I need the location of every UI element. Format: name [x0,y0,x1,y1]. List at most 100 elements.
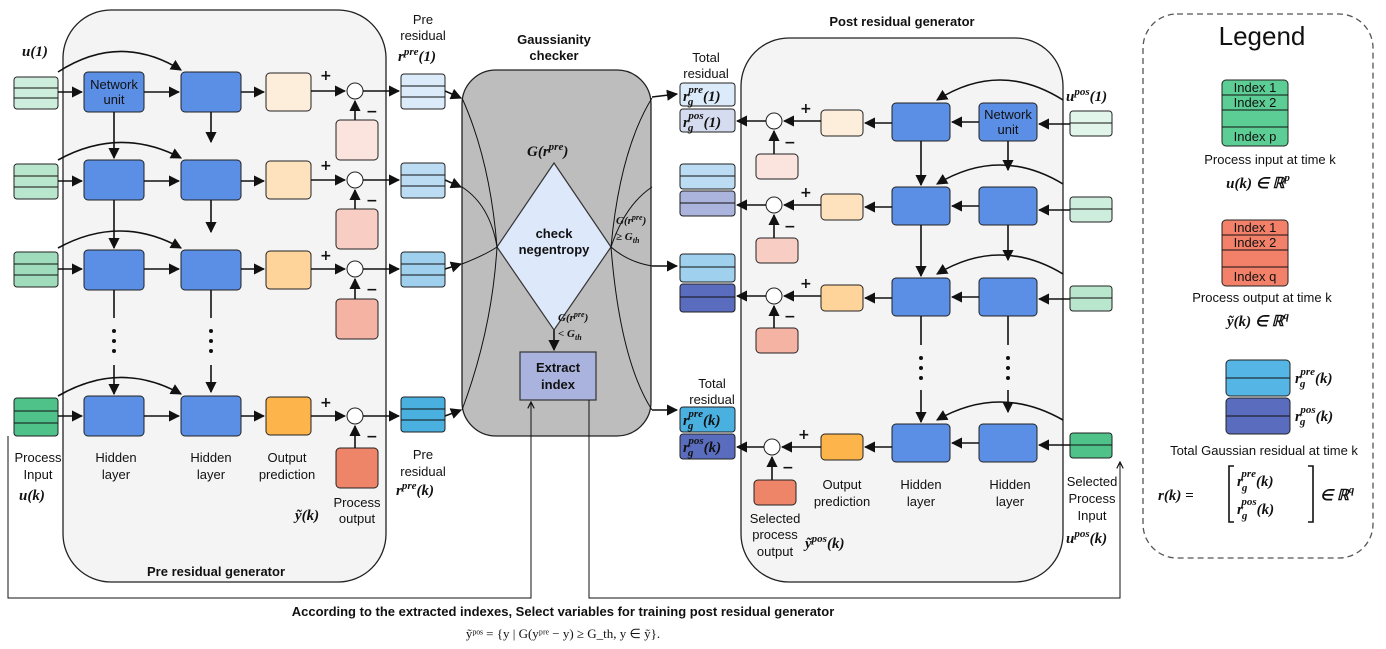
pre-residual-stack-3 [400,251,446,288]
cond-ge-line2: ≥ Gth [616,231,640,245]
pre-hidden-c2-r3 [180,249,242,291]
pre-hidden-c1-rk [83,395,145,437]
post-output-pred-label-1: Output [822,477,861,492]
minus-sign: − [366,429,378,445]
legend-output-index-1: Index 1 [1234,220,1277,235]
legend-rg-pre-k: rgpre(k) [1295,366,1333,390]
rg-pre-1: rgpre(1) [683,84,721,108]
post-sum-1 [765,112,783,130]
post-network-unit-label-2: unit [998,122,1019,137]
minus-sign: − [366,282,378,298]
pre-residual-stack-k [400,396,446,433]
extract-label-1: Extract [536,360,581,375]
legend-residual-equation: r(k) = rgpre(k) rgpos(k) ∈ ℝq [1158,465,1355,523]
checker-output-arrows [651,89,679,416]
pre-hidden-label-4: layer [197,467,226,482]
post-sum-k [763,438,781,456]
check-label-2: negentropy [519,242,591,257]
pre-sum-3 [346,260,364,278]
u1-label: u(1) [22,44,48,60]
pre-hidden-c2-r2 [180,159,242,201]
selected-output-label-3: output [757,544,794,559]
post-output-pred-label-2: prediction [814,494,870,509]
post-process-output-3 [755,327,799,354]
pre-network-unit-label-1: Network [90,77,138,92]
plus-sign: + [798,427,810,443]
uk-label: u(k) [19,488,45,504]
gauss-checker-title-1: Gaussianity [517,32,591,47]
pre-process-output-k [335,447,379,489]
total-residual-bottom-label-2: residual [689,392,735,407]
post-hidden-c2-r3 [978,277,1038,317]
legend-input-eq: u(k) ∈ ℝp [1226,172,1290,192]
post-sum-3 [765,287,783,305]
legend-output-caption: Process output at time k [1192,290,1332,305]
bottom-formula: ỹᵖᵒˢ = {y | G(yᵖʳᵉ − y) ≥ G_th, y ∈ ỹ}. [466,626,660,641]
pre-hidden-c1-r2 [83,159,145,201]
post-process-output-k [753,479,797,506]
pre-input-stack-1 [13,76,59,110]
pre-output-pred-k [265,396,312,436]
extract-index-box [519,351,597,401]
process-input-label-1: Process [15,450,62,465]
legend-residual-caption: Total Gaussian residual at time k [1170,443,1358,458]
pre-residual-bottom-label-2: residual [400,464,446,479]
post-sum-2 [765,196,783,214]
legend-matrix-top: rgpre(k) [1237,468,1274,494]
post-hidden-label-1: Hidden [900,477,941,492]
cond-lt-line2: < Gth [558,328,582,342]
total-residual-stack-3 [679,253,736,313]
pre-ellipsis [112,329,213,353]
rg-pos-k: rgpos(k) [683,435,721,459]
minus-sign: − [782,460,794,476]
extract-label-2: index [541,377,576,392]
selected-output-label-1: Selected [750,511,801,526]
post-process-output-2 [755,237,799,264]
selected-input-label-3: Input [1078,508,1107,523]
post-process-output-1 [755,153,799,180]
pre-output-pred-1 [265,72,312,112]
post-hidden-c2-rk [978,423,1038,463]
legend-output-index-q: Index q [1234,269,1277,284]
pre-arrows [57,50,401,448]
plus-sign: + [320,248,332,264]
legend-output-block [1221,219,1289,287]
plus-sign: + [320,68,332,84]
pre-input-stack-3 [13,251,59,288]
pre-sum-1 [346,82,364,100]
bottom-caption: According to the extracted indexes, Sele… [292,604,835,619]
plus-sign: + [800,101,812,117]
post-hidden-c2-r2 [978,186,1038,226]
pre-sum-k [346,407,364,425]
pre-hidden-label-2: layer [102,467,131,482]
G-rpre-label: G(rpre) [527,141,568,160]
post-hidden-c1-rk [891,423,951,463]
total-residual-top-label-1: Total [692,50,720,65]
pre-hidden-label-1: Hidden [95,450,136,465]
gauss-checker-title-2: checker [529,48,578,63]
post-hidden-c1-r3 [891,277,951,317]
pre-residual-stack-1 [400,73,446,110]
total-residual-pre-k [679,406,736,433]
pre-output-pred-label-2: prediction [259,467,315,482]
minus-sign: − [784,309,796,325]
post-output-pred-2 [820,193,864,221]
rprek-label: rpre(k) [396,480,434,499]
pre-residual-top-label-2: residual [400,28,446,43]
cond-lt-label: G(rpre) [558,310,588,324]
legend-output-index-2: Index 2 [1234,235,1277,250]
pre-process-output-1 [335,119,379,161]
minus-sign: − [366,104,378,120]
post-group-title: Post residual generator [829,14,974,29]
post-hidden-c1-r2 [891,186,951,226]
selected-input-label-1: Selected [1067,474,1118,489]
total-residual-bottom-label-1: Total [698,376,726,391]
pre-process-output-3 [335,298,379,340]
process-input-label-2: Input [24,467,53,482]
post-hidden-label-3: Hidden [989,477,1030,492]
post-arrows [735,79,1070,480]
post-output-pred-1 [820,109,864,137]
pre-process-output-label-2: output [339,511,376,526]
post-ellipsis [919,356,1010,380]
pre-process-output-label-1: Process [334,495,381,510]
